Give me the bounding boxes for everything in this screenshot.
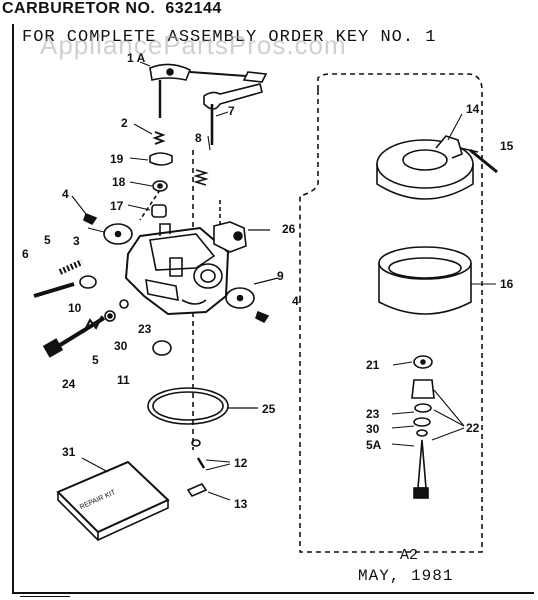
frame-tick [20, 596, 70, 597]
callout-13: 13 [234, 497, 248, 511]
callout-5-bottom: 5 [92, 353, 99, 367]
part-23-washer [119, 299, 129, 309]
part-7-lever [203, 83, 263, 110]
callout-30-left: 30 [114, 339, 128, 353]
callout-15: 15 [500, 139, 514, 153]
part-5a-needle [417, 439, 427, 489]
callout-25: 25 [262, 402, 276, 416]
part-26-fitting [213, 221, 247, 253]
callout-17: 17 [110, 199, 124, 213]
air-filter-group-outline [299, 73, 483, 553]
diagram-code: A2 [400, 547, 419, 564]
part-10-oring [79, 275, 97, 289]
callout-2: 2 [121, 116, 128, 130]
watermark: AppliancePartsPros.com [40, 30, 347, 60]
part-24-needle [50, 316, 106, 352]
callout-23-left: 23 [138, 322, 152, 336]
callout-4-right: 4 [292, 294, 299, 308]
part-2-spring [152, 131, 166, 145]
callout-5a: 5A [366, 438, 382, 452]
part-13-clip [186, 483, 208, 497]
callout-11: 11 [117, 373, 130, 387]
callout-31: 31 [62, 445, 76, 459]
callout-5-top: 5 [44, 233, 51, 247]
diagram-frame [12, 24, 534, 594]
callout-22: 22 [466, 421, 480, 435]
callout-30-right: 30 [366, 422, 380, 436]
callout-4-left: 4 [62, 187, 69, 201]
callout-14: 14 [466, 102, 480, 116]
callout-12: 12 [234, 456, 248, 470]
callout-6-left: 6 [22, 247, 29, 261]
part-25-gasket [147, 387, 229, 425]
title-number: 632144 [165, 0, 222, 17]
part-8-spring [193, 169, 209, 186]
part-6-spring [58, 259, 84, 275]
callout-1a: 1 A [127, 51, 146, 65]
callout-7: 7 [228, 104, 235, 118]
title-label: CARBURETOR NO. [2, 0, 156, 17]
callout-8: 8 [195, 131, 202, 145]
part-12-pin [191, 439, 201, 447]
part-19-retainer [149, 152, 173, 166]
page-title: CARBURETOR NO. 632144 [2, 0, 222, 18]
callout-23-right: 23 [366, 407, 380, 421]
callout-18: 18 [112, 175, 126, 189]
callout-21: 21 [366, 358, 380, 372]
callout-16: 16 [500, 277, 514, 291]
callout-19: 19 [110, 152, 124, 166]
part-11-plug [152, 340, 172, 356]
callout-9: 9 [277, 269, 284, 283]
callout-26: 26 [282, 222, 296, 236]
assembly-note: FOR COMPLETE ASSEMBLY ORDER KEY NO. 1 [22, 28, 437, 47]
part-4-screw [83, 212, 98, 226]
part-17-bushing [151, 204, 167, 218]
part-6-screw [33, 282, 75, 298]
callout-3: 3 [73, 234, 80, 248]
callout-10: 10 [68, 301, 82, 315]
callout-labels: 1 A 2 3 4 4 5 5 6 6 7 8 9 10 11 12 13 14… [22, 51, 514, 511]
callout-24: 24 [62, 377, 76, 391]
dashed-leader [299, 90, 319, 300]
diagram-date: MAY, 1981 [358, 567, 454, 585]
